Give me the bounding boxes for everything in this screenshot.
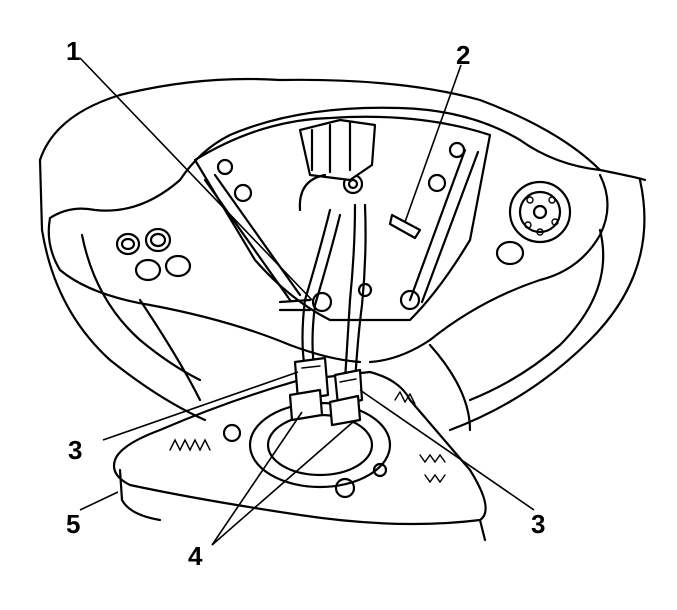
airbag-connector-right	[328, 368, 364, 427]
clockspring-connector	[298, 118, 422, 240]
airbag-connector-left	[288, 356, 330, 422]
callout-2: 2	[456, 40, 471, 70]
wheel-hub	[47, 77, 609, 432]
steering-wheel-rim	[38, 93, 647, 432]
left-switch-buttons	[115, 227, 192, 282]
callout-leader-lines	[79, 57, 535, 546]
callout-1: 1	[66, 36, 81, 66]
callout-3-right: 3	[531, 509, 546, 539]
callout-4: 4	[188, 541, 203, 571]
wiring-harness	[278, 203, 367, 384]
airbag-mounting-plate	[193, 115, 492, 322]
callout-3-left: 3	[68, 435, 83, 465]
callout-5: 5	[66, 509, 81, 539]
right-switch-buttons	[495, 180, 572, 266]
